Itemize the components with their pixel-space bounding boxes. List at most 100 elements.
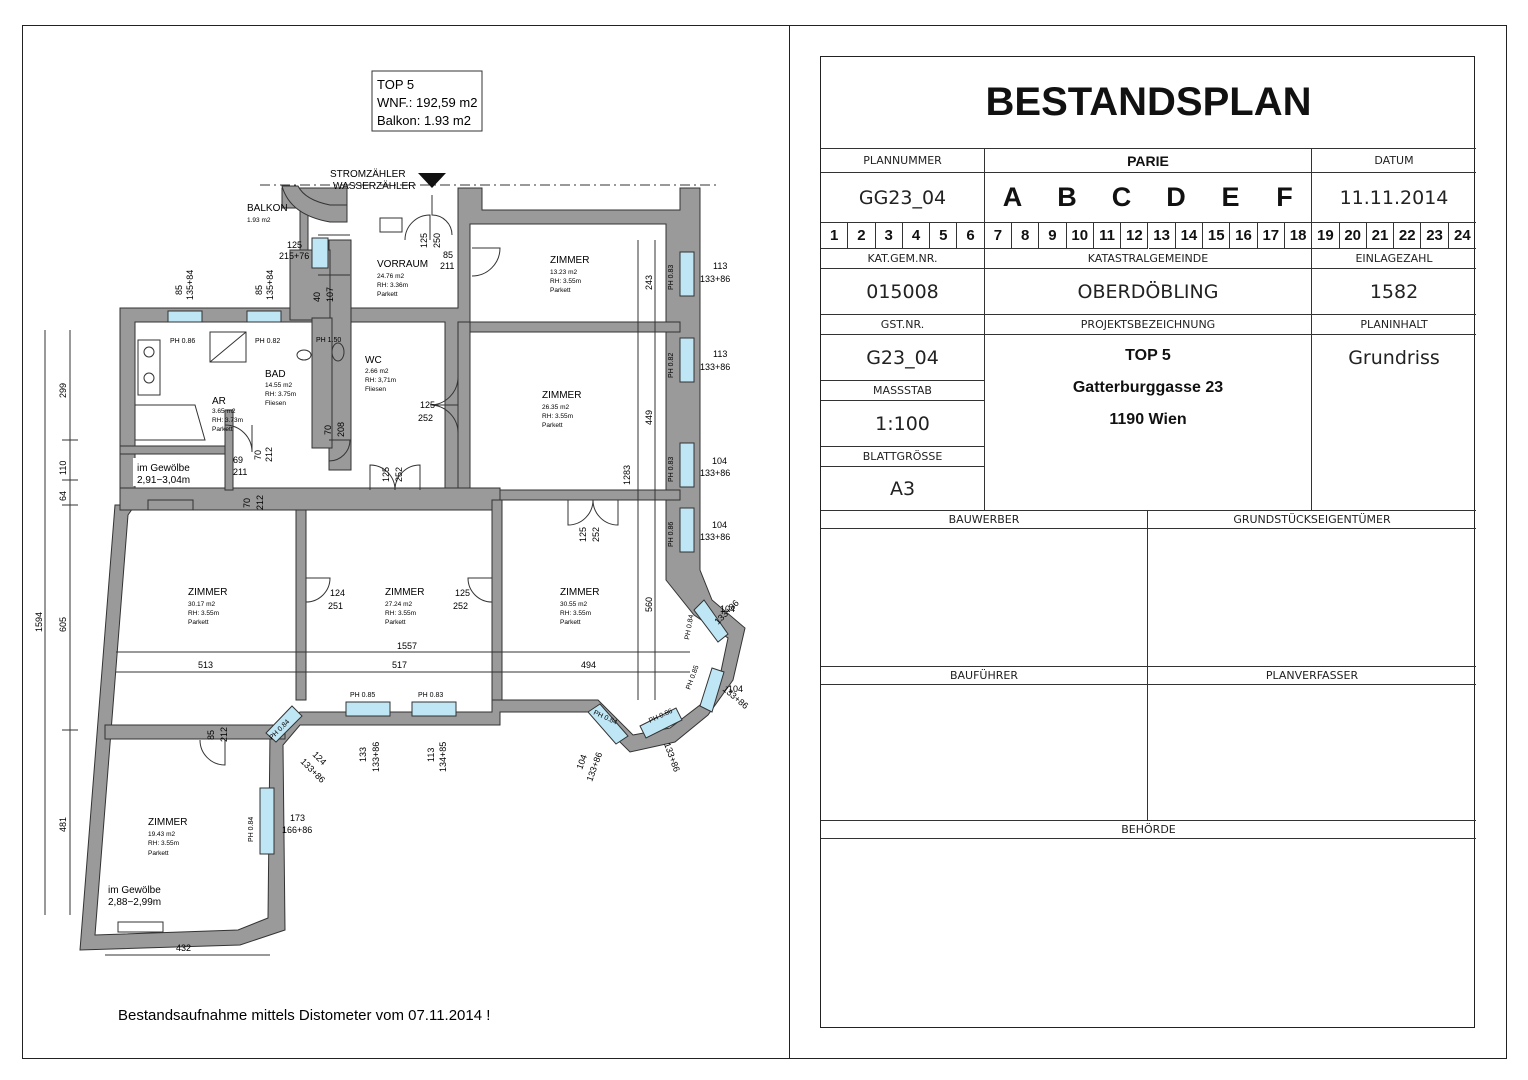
svg-text:2.66 m2: 2.66 m2: [365, 368, 389, 375]
wall: [469, 489, 681, 501]
svg-text:133+86: 133+86: [584, 751, 604, 783]
svg-text:85: 85: [174, 285, 184, 295]
svg-text:133+86: 133+86: [700, 532, 730, 542]
svg-text:14.55 m2: 14.55 m2: [265, 382, 292, 389]
svg-text:RH: 3.55m: RH: 3.55m: [188, 610, 219, 617]
wall: [119, 445, 231, 455]
svg-text:125: 125: [419, 233, 429, 248]
number-cell: 16: [1230, 223, 1258, 249]
projekt-label: PROJEKTSBEZEICHNUNG: [985, 315, 1312, 335]
einlage-value: 1582: [1312, 269, 1476, 315]
svg-text:107: 107: [325, 287, 335, 302]
svg-text:3.65 m2: 3.65 m2: [212, 408, 236, 415]
svg-text:212: 212: [219, 727, 229, 742]
projekt-line: Gatterburggasse 23: [1072, 379, 1224, 396]
svg-text:PH 0.85: PH 0.85: [685, 664, 700, 690]
number-cell: 4: [902, 223, 931, 249]
number-cell: 3: [875, 223, 903, 249]
number-cell: 13: [1148, 223, 1176, 249]
vault-label: 2,88−2,99m: [108, 897, 161, 908]
window: [693, 599, 729, 643]
svg-text:ZIMMER: ZIMMER: [560, 587, 599, 598]
svg-text:70: 70: [242, 498, 252, 508]
svg-text:211: 211: [440, 261, 454, 271]
number-cell: 20: [1339, 223, 1367, 249]
svg-text:513: 513: [198, 660, 213, 670]
svg-text:ZIMMER: ZIMMER: [188, 587, 227, 598]
svg-text:125: 125: [578, 527, 588, 542]
datum-label: DATUM: [1312, 149, 1476, 173]
balkon-area: 1.93 m2: [247, 217, 271, 224]
katastral-value: OBERDÖBLING: [985, 269, 1312, 315]
number-cell: 1: [821, 223, 849, 249]
einlage-label: EINLAGEZAHL: [1312, 249, 1476, 269]
svg-text:517: 517: [392, 660, 407, 670]
svg-text:250: 250: [432, 233, 442, 248]
meter-label: WASSERZÄHLER: [333, 180, 415, 192]
svg-text:104: 104: [712, 520, 727, 530]
svg-text:PH 0.82: PH 0.82: [668, 353, 675, 378]
svg-text:251: 251: [328, 601, 343, 611]
svg-text:494: 494: [581, 660, 596, 670]
svg-text:ZIMMER: ZIMMER: [542, 390, 581, 401]
svg-text:166+86: 166+86: [282, 825, 312, 835]
svg-text:30.55 m2: 30.55 m2: [560, 601, 587, 608]
gst-label: GST.NR.: [821, 315, 985, 335]
svg-text:Parkett: Parkett: [385, 619, 406, 626]
eigentuemer-label: GRUNDSTÜCKSEIGENTÜMER: [1148, 511, 1476, 529]
massstab-label: MASSSTAB: [821, 381, 985, 401]
bauwerber-field: [821, 529, 1148, 667]
planverfasser-field: [1148, 685, 1476, 821]
door: [429, 376, 459, 406]
svg-text:135+84: 135+84: [265, 270, 275, 300]
svg-text:19.43 m2: 19.43 m2: [148, 831, 175, 838]
katgem-value: 015008: [821, 269, 985, 315]
svg-text:PH 0.83: PH 0.83: [668, 265, 675, 290]
svg-text:PH 0.85: PH 0.85: [350, 692, 375, 699]
window: [699, 667, 725, 713]
svg-text:560: 560: [644, 597, 654, 612]
svg-text:252: 252: [418, 413, 433, 423]
room-label-zimmer: ZIMMER 19.43 m2 RH: 3.55m Parkett: [148, 817, 187, 857]
shower-fixture: [209, 331, 247, 363]
number-cell: 11: [1093, 223, 1122, 249]
svg-text:113: 113: [713, 261, 727, 271]
plan-title: BESTANDSPLAN: [985, 80, 1312, 124]
vault-label: im Gewölbe: [137, 463, 190, 474]
door: [224, 424, 253, 453]
door: [199, 739, 226, 766]
number-cell: 6: [957, 223, 985, 249]
room-label-zimmer: ZIMMER 13.23 m2 RH: 3.55m Parkett: [550, 255, 589, 294]
svg-text:AR: AR: [212, 396, 226, 407]
svg-text:85: 85: [254, 285, 264, 295]
svg-text:64: 64: [58, 491, 68, 501]
door: [567, 499, 594, 526]
title-cell: BESTANDSPLAN: [821, 57, 1476, 149]
eigentuemer-field: [1148, 529, 1476, 667]
blatt-value: A3: [821, 467, 985, 511]
svg-text:Fliesen: Fliesen: [265, 400, 286, 407]
number-cell: 7: [984, 223, 1013, 249]
bauwerber-label: BAUWERBER: [821, 511, 1148, 529]
svg-text:Fliesen: Fliesen: [365, 386, 386, 393]
window: [587, 703, 629, 745]
toilet-fixture: [296, 349, 312, 361]
svg-text:PH 0.84: PH 0.84: [684, 614, 695, 640]
door: [394, 464, 421, 491]
window: [639, 707, 683, 739]
svg-text:252: 252: [591, 527, 601, 542]
svg-text:135+84: 135+84: [185, 270, 195, 300]
baufuehrer-label: BAUFÜHRER: [821, 667, 1148, 685]
projekt-value: TOP 5 Gatterburggasse 23 1190 Wien: [985, 335, 1312, 511]
svg-text:Parkett: Parkett: [377, 291, 398, 298]
svg-text:PH 0.83: PH 0.83: [418, 692, 443, 699]
number-cell: 8: [1012, 223, 1040, 249]
svg-text:PH 0.86: PH 0.86: [668, 522, 675, 547]
window: [411, 701, 457, 717]
top-info-line: Balkon: 1.93 m2: [377, 113, 471, 128]
svg-text:211: 211: [233, 467, 247, 477]
svg-text:125: 125: [287, 240, 302, 250]
svg-text:27.24 m2: 27.24 m2: [385, 601, 412, 608]
svg-text:133+86: 133+86: [371, 742, 381, 772]
svg-text:PH 0.82: PH 0.82: [255, 338, 280, 345]
